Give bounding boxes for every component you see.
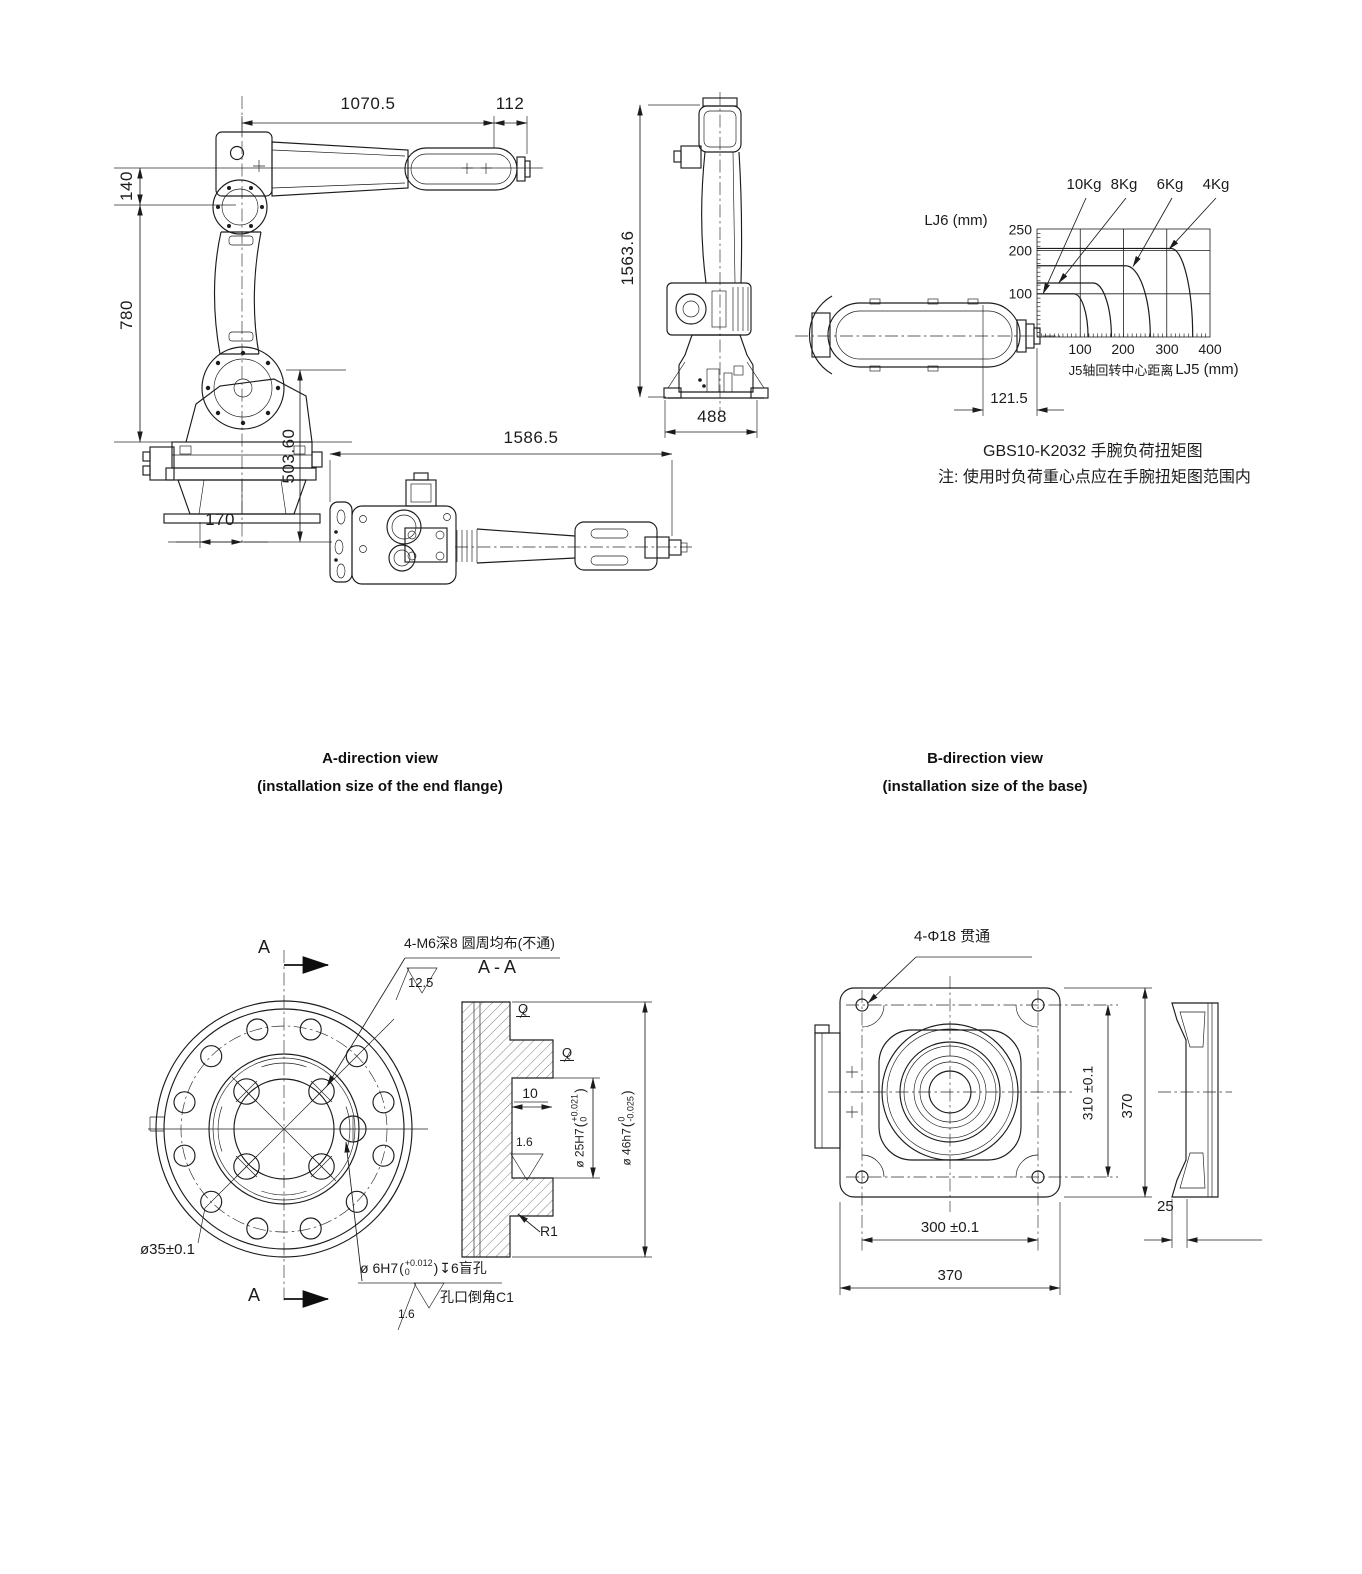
paren-open: ( xyxy=(571,1122,588,1128)
roughness-symbol-bore xyxy=(510,1153,544,1181)
roughness-symbol-1-6 xyxy=(397,1282,445,1331)
dim-hole-pitch-horizontal: 300 ±0.1 xyxy=(920,1219,980,1236)
dia25-tol-bot: 0 xyxy=(579,1116,589,1122)
curve-label-8kg: 8Kg xyxy=(1110,176,1138,193)
dim-foot-thickness: 25 xyxy=(1157,1198,1174,1215)
section-title: A - A xyxy=(477,957,517,977)
front-view-drawing xyxy=(637,92,769,438)
roughness-symbol-12-5 xyxy=(395,967,438,1001)
roughness-value-12-5: 12.5 xyxy=(408,975,434,990)
roughness-value-bore: 1.6 xyxy=(516,1135,533,1149)
dim-base-offset: 170 xyxy=(205,510,235,529)
dim-hole-pitch-vertical: 310 ±0.1 xyxy=(1079,1065,1096,1121)
surface-finish-mark-1: Q xyxy=(516,1001,531,1017)
roughness-value-pin: 1.6 xyxy=(398,1307,415,1321)
fillet-label: R1 xyxy=(540,1223,558,1239)
pin-dia-text: ø 6H7 xyxy=(360,1260,399,1277)
dim-upper-arm: 780 xyxy=(117,300,137,330)
dim-total-height: 1563.6 xyxy=(618,230,638,286)
a-view-subtitle: (installation size of the end flange) xyxy=(257,778,503,795)
torque-chart-plot xyxy=(1036,197,1217,338)
dim-base-width: 488 xyxy=(697,407,727,426)
dia46-tolerance-stack: 0-0.025 xyxy=(617,1096,637,1122)
torque-chart-title: GBS10-K2032 手腕负荷扭矩图 xyxy=(983,443,1203,460)
x-tick-400: 400 xyxy=(1198,341,1222,357)
y-tick-100: 100 xyxy=(1008,285,1032,302)
paren-open: ( xyxy=(618,1122,635,1128)
curve-label-10kg: 10Kg xyxy=(1066,176,1102,193)
dim-reach-main: 1070.5 xyxy=(340,94,396,113)
torque-chart-note: 注: 使用时负荷重心点应在手腕扭矩图范围内 xyxy=(938,469,1251,486)
cut-label-bottom: A xyxy=(248,1285,261,1305)
dia46-text: ø 46h7 xyxy=(619,1128,634,1166)
dim-base-plate-vertical: 370 xyxy=(1119,1093,1137,1119)
y-tick-250: 250 xyxy=(1008,221,1032,238)
x-tick-200: 200 xyxy=(1111,341,1135,357)
y-axis-title: LJ6 (mm) xyxy=(924,212,988,229)
dia25-text: ø 25H7 xyxy=(572,1128,587,1168)
x-tick-100: 100 xyxy=(1068,341,1092,357)
b-view-title: B-direction view xyxy=(927,750,1043,767)
paren-close: ) xyxy=(571,1088,588,1093)
x-tick-300: 300 xyxy=(1155,341,1179,357)
dim-bore-depth: 10 xyxy=(522,1085,538,1101)
chamfer-note: 孔口倒角C1 xyxy=(440,1289,514,1305)
cut-label-top: A xyxy=(258,937,271,957)
flange-section-drawing xyxy=(461,1001,652,1258)
pin-tol-bot: 0 xyxy=(404,1267,410,1278)
dim-reach-tip: 112 xyxy=(495,94,525,113)
paren-close: ) xyxy=(433,1260,439,1277)
pin-tol-top: +0.012 xyxy=(404,1258,433,1268)
base-side-view-drawing xyxy=(1144,1002,1262,1248)
paren-close: ) xyxy=(618,1090,635,1096)
b-view-subtitle: (installation size of the base) xyxy=(882,778,1088,795)
pin-depth-text: ↧6盲孔 xyxy=(439,1260,487,1277)
dia46-tol-bot: -0.025 xyxy=(626,1096,636,1122)
callout-base-holes: 4-Φ18 贯通 xyxy=(914,928,991,945)
wrist-load-diagram xyxy=(795,197,1217,416)
dim-dia-46: ø 46h7(0-0.025) xyxy=(617,1090,637,1166)
dim-total-length: 1586.5 xyxy=(503,428,559,447)
dim-dia-35: ø35±0.1 xyxy=(140,1241,195,1258)
a-view-title: A-direction view xyxy=(322,750,438,767)
paren-open: ( xyxy=(399,1260,404,1277)
curve-label-6kg: 6Kg xyxy=(1156,176,1184,193)
surface-finish-mark-2: Q xyxy=(560,1045,575,1061)
dim-head-height: 140 xyxy=(117,171,137,201)
callout-m6-holes: 4-M6深8 圆周均布(不通) xyxy=(404,935,555,951)
dim-flange-offset: 121.5 xyxy=(990,390,1028,407)
x-axis-title: LJ5 (mm) xyxy=(1175,361,1239,378)
dim-shoulder-height: 503.60 xyxy=(279,428,299,484)
x-axis-title-cn: J5轴回转中心距离 xyxy=(1068,363,1174,378)
dim-base-plate-horizontal: 370 xyxy=(937,1267,963,1284)
top-view-drawing xyxy=(329,451,692,585)
base-view-drawing xyxy=(814,956,1152,1295)
flange-view-drawing xyxy=(148,950,560,1331)
side-view-drawing xyxy=(114,96,543,548)
y-tick-200: 200 xyxy=(1008,242,1032,259)
curve-label-4kg: 4Kg xyxy=(1202,176,1230,193)
